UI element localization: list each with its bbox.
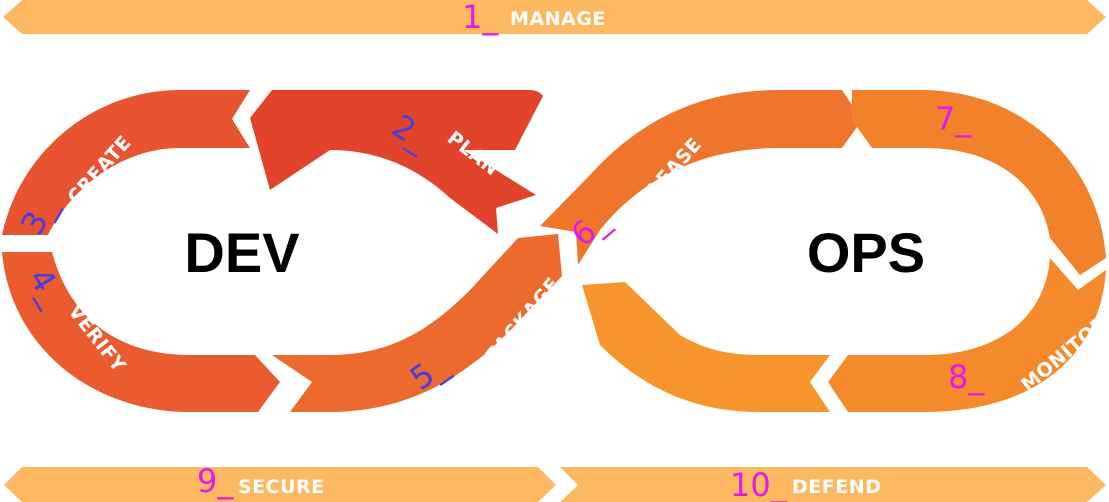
banner-manage [3,0,1106,34]
segment-return [582,282,830,412]
banner-defend-number: 10_ [730,466,788,502]
banner-defend [560,467,1106,502]
banner-secure-number: 9_ [197,462,234,500]
banner-secure [4,467,556,502]
banner-defend-label: DEFEND [792,476,881,498]
segment-configure [852,90,1106,275]
segment-plan-arm [330,113,536,234]
segment-create [2,90,250,235]
stage-configure-number: 7_ [935,100,972,138]
segment-release [540,90,862,265]
dev-title: DEV [184,221,299,284]
segment-package [272,234,562,412]
stage-monitor-number: 8_ [948,358,985,396]
banner-manage-label: MANAGE [510,8,606,30]
ops-title: OPS [807,221,925,284]
segment-monitor [828,258,1106,412]
segment-verify [2,252,280,412]
banner-secure-label: SECURE [238,476,325,498]
banner-manage-number: 1_ [462,0,499,36]
